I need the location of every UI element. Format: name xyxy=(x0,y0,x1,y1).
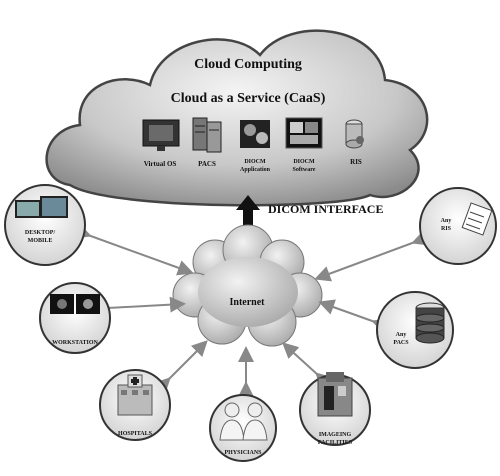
node-label: IMAGEING xyxy=(319,432,352,438)
svg-text:Application: Application xyxy=(240,167,271,173)
arrow-workstation xyxy=(95,296,186,317)
node-any-ris: Any RIS xyxy=(419,187,497,265)
scan-image-icon xyxy=(240,120,270,148)
node-label: PHYSICIANS xyxy=(224,450,262,456)
service-label: PACS xyxy=(198,160,216,168)
connector-arrows xyxy=(73,223,430,397)
svg-text:MOBILE: MOBILE xyxy=(28,238,53,244)
pacs-database-icon xyxy=(415,302,445,344)
physicians-icon xyxy=(219,402,268,441)
svg-text:FACILITIES: FACILITIES xyxy=(318,440,353,446)
internet-cloud xyxy=(172,224,323,347)
node-hospitals: HOSPITALS xyxy=(99,369,171,441)
node-label: DESKTOP/ xyxy=(25,230,56,236)
cloud-subtitle: Cloud as a Service (CaaS) xyxy=(171,91,326,106)
arrow-pacs xyxy=(318,299,389,334)
arrow-hospitals xyxy=(153,340,208,395)
node-label: Any xyxy=(396,332,407,338)
laptop-icon xyxy=(15,196,68,218)
service-dicom-software: DIOCM Software xyxy=(285,117,323,173)
service-virtual-os: Virtual OS xyxy=(142,119,180,168)
arrow-imaging xyxy=(282,342,333,389)
monitor-icon xyxy=(142,119,180,151)
node-label: Any xyxy=(441,218,452,224)
hospital-icon xyxy=(117,374,153,416)
arrow-ris xyxy=(314,230,430,282)
node-label: WORKSTATION xyxy=(52,340,98,346)
database-icon xyxy=(345,119,364,149)
workstation-monitors-icon xyxy=(50,294,100,314)
software-screen-icon xyxy=(285,117,323,149)
service-label: RIS xyxy=(350,158,362,166)
service-label: DIOCM xyxy=(293,159,315,165)
service-label: Virtual OS xyxy=(144,160,177,168)
node-imaging-facilities: IMAGEING FACILITIES xyxy=(299,372,371,446)
node-any-pacs: Any PACS xyxy=(376,291,454,369)
service-label: DIOCM xyxy=(244,159,266,165)
imaging-building-icon xyxy=(317,372,353,417)
service-dicom-application: DIOCM Application xyxy=(240,120,271,173)
node-workstation: WORKSTATION xyxy=(39,282,111,354)
svg-text:RIS: RIS xyxy=(441,226,452,232)
node-desktop-mobile: DESKTOP/ MOBILE xyxy=(4,184,86,266)
node-label: HOSPITALS xyxy=(118,431,153,437)
main-cloud xyxy=(45,29,429,207)
svg-text:PACS: PACS xyxy=(393,340,409,346)
ris-document-icon xyxy=(461,202,493,236)
node-physicians: PHYSICIANS xyxy=(209,394,277,462)
cloud-title: Cloud Computing xyxy=(194,57,302,72)
svg-text:Software: Software xyxy=(293,167,316,173)
server-icon xyxy=(192,117,222,153)
arrow-desktop xyxy=(73,223,194,276)
internet-label: Internet xyxy=(230,297,266,308)
service-pacs: PACS xyxy=(192,117,222,168)
dicom-interface-label: DICOM INTERFACE xyxy=(268,202,383,216)
service-ris: RIS xyxy=(345,119,364,166)
